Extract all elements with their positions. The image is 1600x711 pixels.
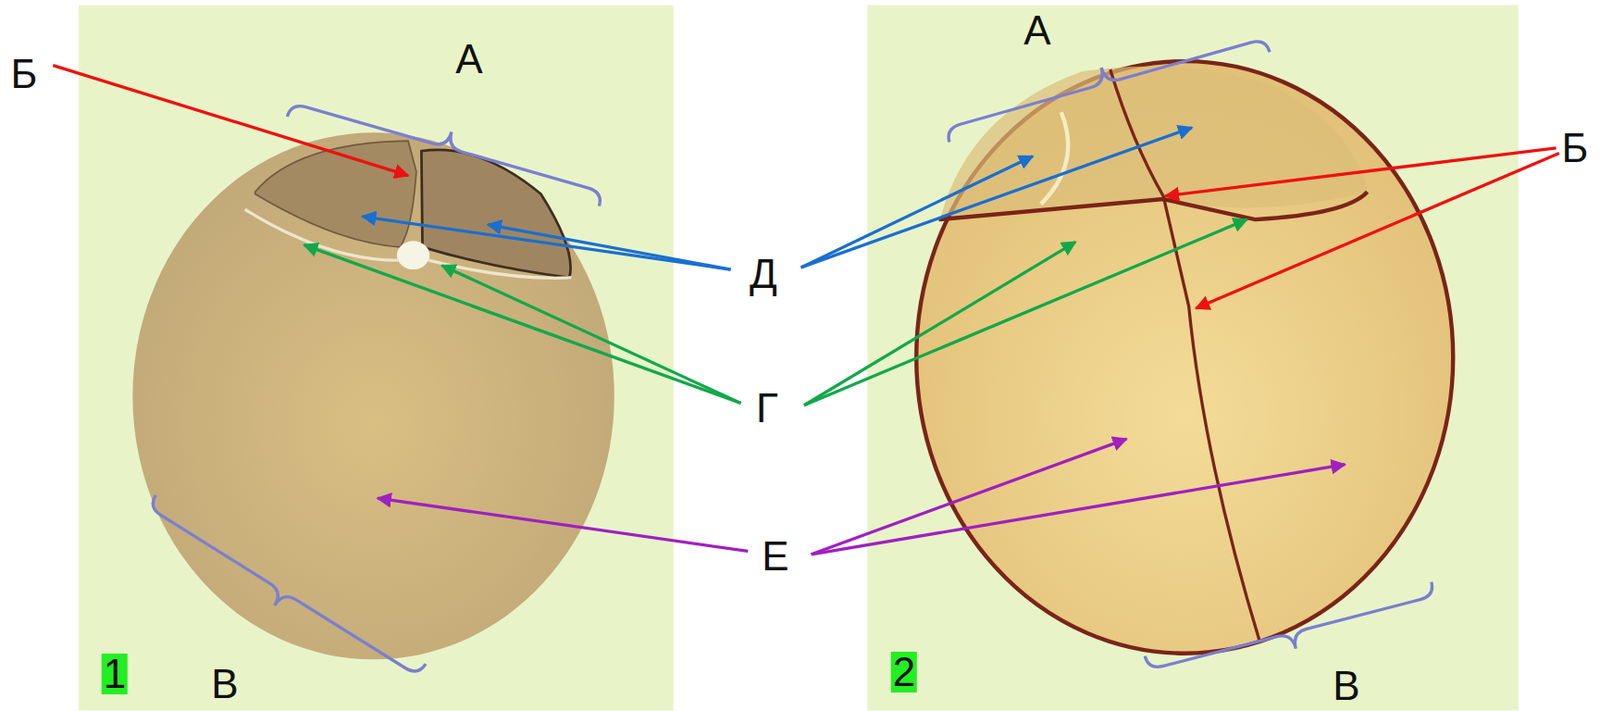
bracket xyxy=(139,495,426,690)
part-label: Б xyxy=(11,53,38,95)
leader-lines xyxy=(52,65,1560,555)
part-label: Б xyxy=(1562,127,1589,169)
bracket xyxy=(941,22,1270,142)
part-label: В xyxy=(210,663,238,705)
panel-ground xyxy=(78,5,674,711)
egg xyxy=(916,61,1453,654)
bracket xyxy=(1144,582,1439,686)
blastomere xyxy=(421,149,571,278)
figure-number: 1 xyxy=(101,653,128,695)
egg xyxy=(132,132,614,659)
part-label: А xyxy=(455,38,483,80)
blastomere xyxy=(255,140,417,248)
cavity xyxy=(396,240,430,270)
part-label: А xyxy=(1023,10,1051,51)
part-label: Д xyxy=(749,253,778,295)
part-label: В xyxy=(1332,665,1360,707)
figure-number: 2 xyxy=(891,651,918,693)
bracket xyxy=(286,86,608,206)
panel-ground xyxy=(867,5,1519,711)
part-label: Г xyxy=(756,387,779,429)
part-label: Е xyxy=(761,535,789,577)
